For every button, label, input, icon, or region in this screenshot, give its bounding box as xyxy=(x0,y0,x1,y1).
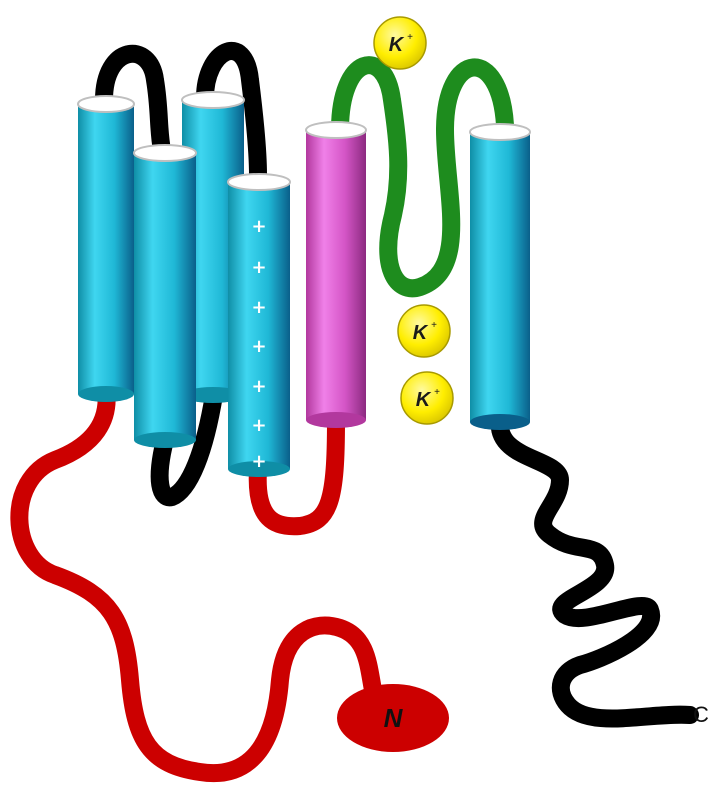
ion-top-charge: + xyxy=(407,32,413,43)
s4-charge-5: + xyxy=(251,376,266,397)
helix-s5 xyxy=(306,122,366,428)
s4-charge-2: + xyxy=(251,257,266,278)
s4-charge-4: + xyxy=(251,336,266,357)
n-terminus-label: N xyxy=(384,703,404,733)
ion-middle-symbol: K xyxy=(413,322,429,344)
s4-charge-1: + xyxy=(251,216,266,237)
helix-s1 xyxy=(78,96,134,402)
s4-charge-6: + xyxy=(251,415,266,436)
ion-bottom-symbol: K xyxy=(416,389,432,411)
ion-bottom-charge: + xyxy=(434,387,440,398)
potassium-ion-top: K + xyxy=(374,17,426,69)
helix-s6 xyxy=(470,124,530,430)
c-terminus-label: C xyxy=(693,702,709,727)
s4-charge-3: + xyxy=(251,297,266,318)
n-terminus: N xyxy=(337,684,449,752)
helix-s4-voltage-sensor: + + + + + + + xyxy=(228,174,290,477)
c-terminal-loop xyxy=(500,420,690,718)
helix-s2 xyxy=(134,145,196,448)
ion-middle-charge: + xyxy=(431,320,437,331)
s4-charge-7: + xyxy=(251,451,266,472)
potassium-ion-middle: K + xyxy=(398,305,450,357)
ion-top-symbol: K xyxy=(389,34,405,56)
potassium-ion-bottom: K + xyxy=(401,372,453,424)
